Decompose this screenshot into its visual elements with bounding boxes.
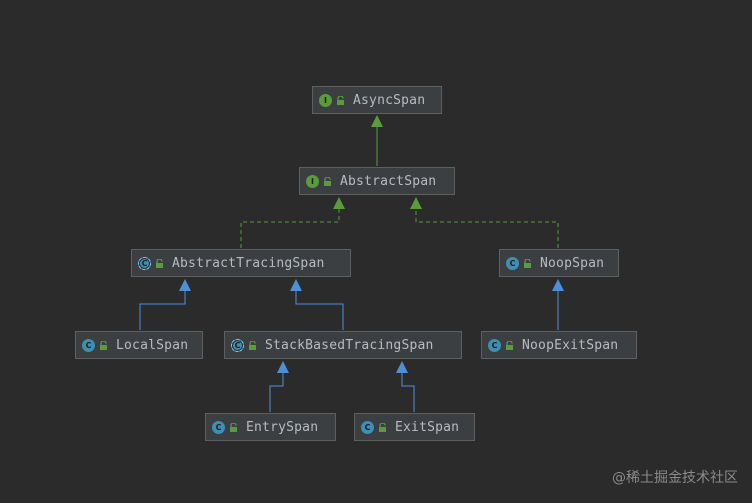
abstract-class-icon: C	[138, 256, 151, 270]
node-label: StackBasedTracingSpan	[265, 337, 434, 353]
lock-open-icon	[506, 340, 513, 350]
lock-open-icon	[249, 340, 256, 350]
lock-open-icon	[379, 422, 386, 432]
class-icon: C	[506, 256, 519, 270]
arrowhead-stackbased-right	[396, 361, 408, 373]
lock-open-icon	[230, 422, 237, 432]
node-stackbasedtracingspan[interactable]: C StackBasedTracingSpan	[224, 331, 462, 359]
node-asyncspan[interactable]: I AsyncSpan	[312, 86, 442, 114]
class-icon: C	[488, 338, 501, 352]
edge-stackbased-abstracttracingspan	[295, 290, 344, 330]
arrowhead-noopspan	[552, 279, 564, 291]
class-icon: C	[82, 338, 95, 352]
node-label: EntrySpan	[246, 419, 319, 435]
lock-open-icon	[337, 95, 344, 105]
arrowhead-abstractspan-left	[333, 197, 345, 209]
arrowhead-asyncspan	[371, 115, 383, 127]
arrowhead-stackbased-left	[277, 361, 289, 373]
edge-abstracttracingspan-abstractspan	[240, 208, 340, 248]
node-label: ExitSpan	[395, 419, 460, 435]
lock-open-icon	[100, 340, 107, 350]
node-exitspan[interactable]: C ExitSpan	[354, 413, 475, 441]
class-icon: C	[212, 420, 225, 434]
abstract-class-icon: C	[231, 338, 244, 352]
node-localspan[interactable]: C LocalSpan	[75, 331, 203, 359]
node-label: AsyncSpan	[353, 92, 426, 108]
node-label: NoopSpan	[540, 255, 605, 271]
class-icon: C	[361, 420, 374, 434]
node-entryspan[interactable]: C EntrySpan	[205, 413, 336, 441]
lock-open-icon	[156, 258, 163, 268]
arrowhead-abstractspan-right	[410, 197, 422, 209]
watermark: @稀土掘金技术社区	[612, 470, 738, 486]
node-label: NoopExitSpan	[522, 337, 619, 353]
node-label: AbstractTracingSpan	[172, 255, 325, 271]
arrowhead-abstracttracing-right	[290, 279, 302, 291]
edge-entryspan-stackbased	[269, 372, 284, 412]
node-noopexitspan[interactable]: C NoopExitSpan	[481, 331, 637, 359]
node-label: LocalSpan	[116, 337, 189, 353]
edge-localspan-abstracttracingspan	[139, 290, 186, 330]
node-abstracttracingspan[interactable]: C AbstractTracingSpan	[131, 249, 351, 277]
lock-open-icon	[324, 176, 331, 186]
interface-icon: I	[319, 93, 332, 107]
edge-noopspan-abstractspan	[415, 208, 559, 248]
arrowhead-abstracttracing-left	[179, 279, 191, 291]
lock-open-icon	[524, 258, 531, 268]
node-noopspan[interactable]: C NoopSpan	[499, 249, 619, 277]
interface-icon: I	[306, 174, 319, 188]
node-abstractspan[interactable]: I AbstractSpan	[299, 167, 455, 195]
node-label: AbstractSpan	[340, 173, 437, 189]
edge-exitspan-stackbased	[401, 372, 415, 412]
